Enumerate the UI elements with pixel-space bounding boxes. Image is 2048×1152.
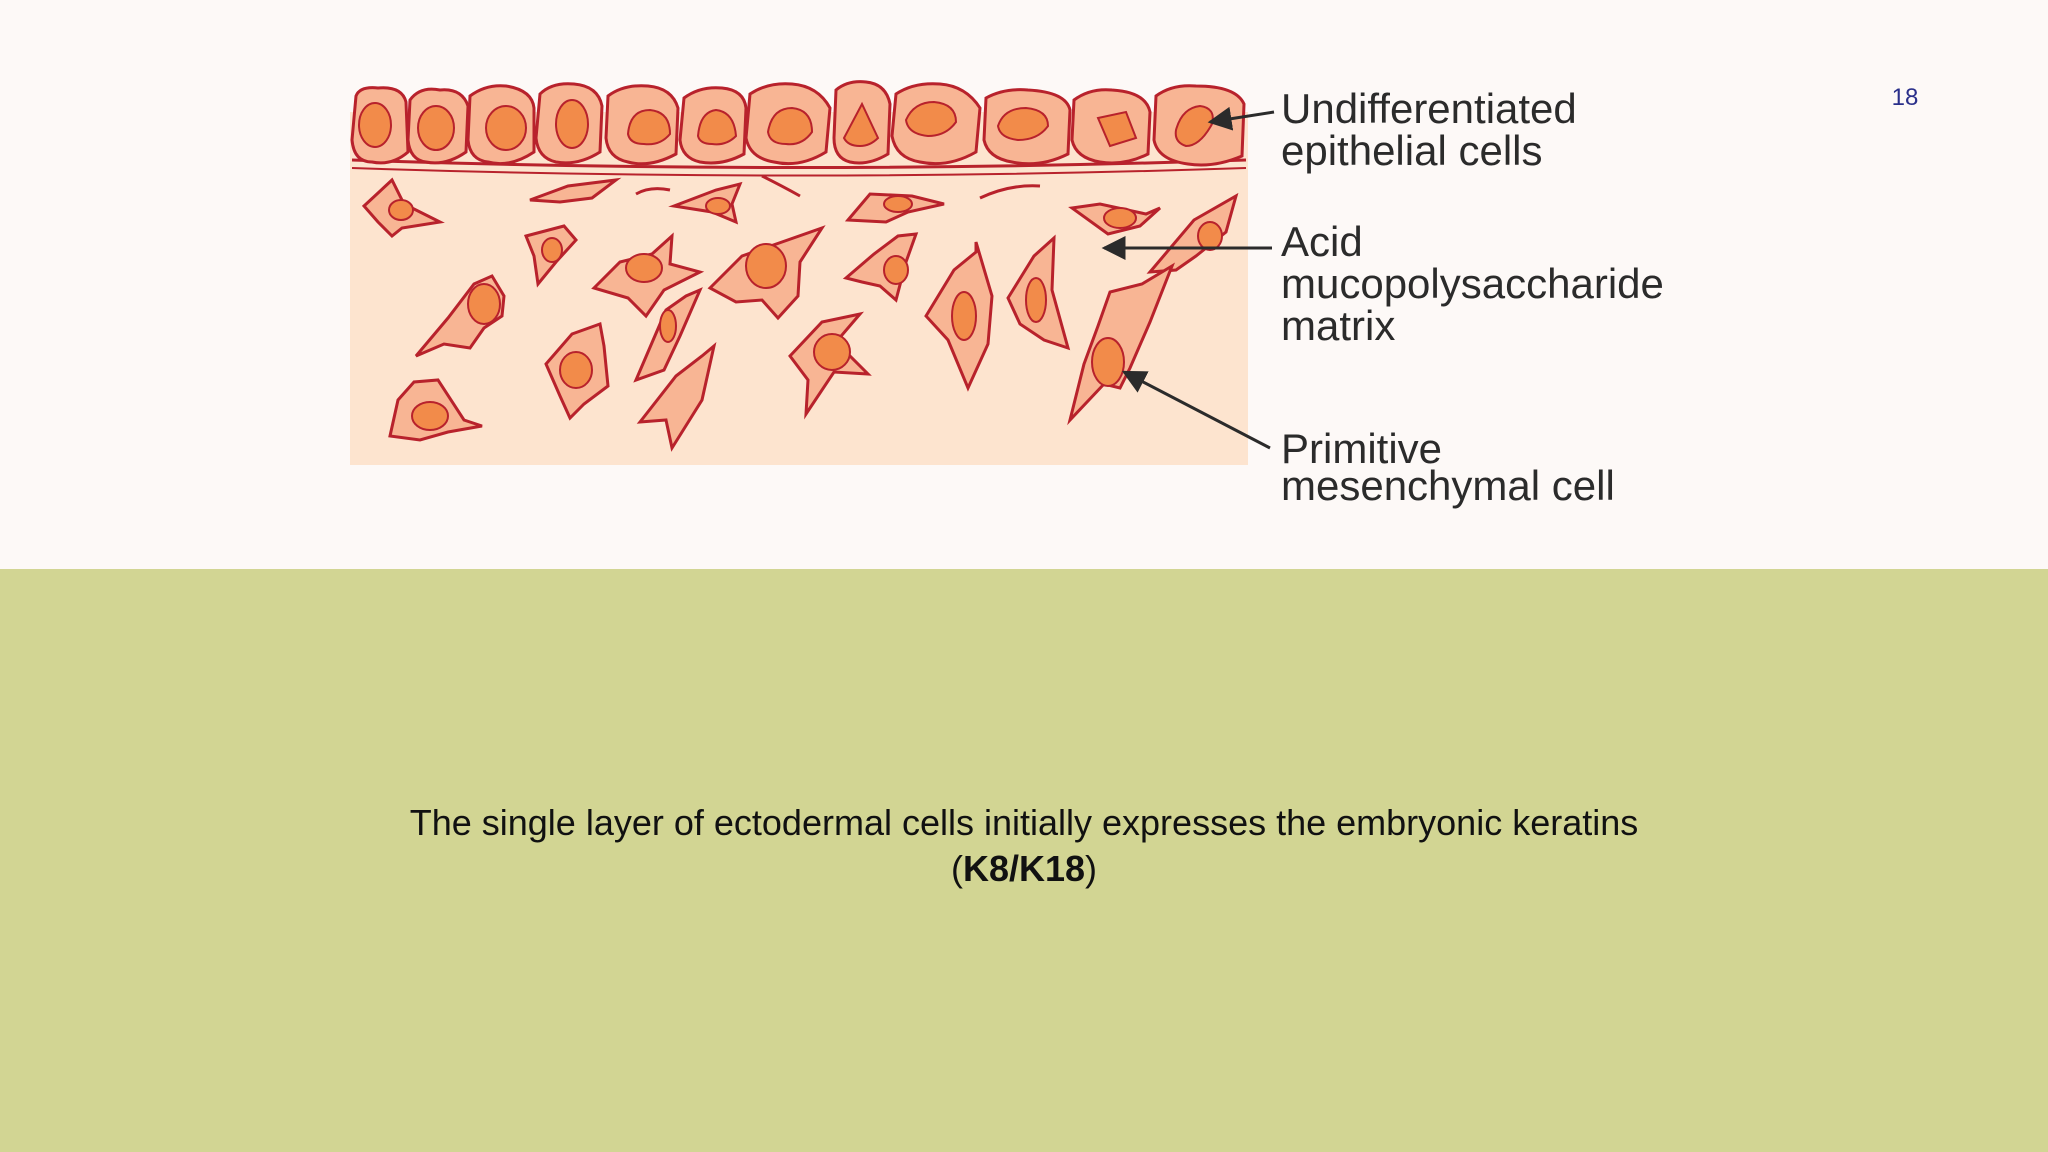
caption-panel — [0, 569, 2048, 1152]
label-undifferentiated: Undifferentiated — [1281, 85, 1577, 132]
caption-keratin-names: K8/K18 — [962, 848, 1086, 889]
mesenchymal-cell — [668, 181, 743, 225]
mesenchymal-cell — [979, 184, 1041, 200]
mesenchymal-cell — [842, 232, 919, 303]
epithelial-cell — [890, 82, 982, 166]
caption-open-paren: ( — [950, 848, 963, 889]
mesenchymal-cell — [633, 287, 703, 383]
epithelial-arrow — [1207, 106, 1275, 131]
mesenchymal-cell — [707, 225, 826, 321]
epithelial-cell — [982, 88, 1072, 166]
epithelial-cell — [832, 80, 892, 165]
mesenchymal-cell — [414, 274, 506, 358]
mesenchymal-cell — [591, 232, 705, 319]
label-primitive: Primitive — [1281, 425, 1443, 472]
mesenchymal-cell — [529, 177, 622, 204]
epithelial-cell — [350, 86, 410, 165]
epithelial-cell — [678, 86, 748, 165]
mesenchymal-cell — [635, 187, 671, 196]
epithelial-cell — [604, 84, 680, 166]
label-mesenchymal-cell: mesenchymal cell — [1281, 462, 1615, 509]
mesenchymal-cell — [1068, 202, 1162, 236]
caption-keratins: (K8/K18) — [224, 846, 1824, 892]
caption-text: The single layer of ectodermal cells ini… — [409, 802, 1639, 843]
mesenchymal-arrow — [1121, 370, 1271, 450]
epithelial-cell — [406, 87, 470, 165]
epithelial-cell — [1070, 88, 1152, 165]
mesenchymal-cell — [636, 342, 717, 452]
epithelial-cell — [1152, 84, 1246, 167]
mesenchymal-cell — [788, 311, 872, 420]
mesenchymal-cell — [523, 224, 579, 288]
mesenchymal-cell — [761, 174, 801, 198]
label-acid: Acid — [1281, 218, 1363, 265]
mesenchymal-cells — [361, 174, 1239, 452]
epithelial-cell — [534, 82, 604, 165]
epithelial-cell — [466, 84, 536, 166]
page-number: 18 — [1891, 84, 1919, 111]
mesenchymal-cell — [1006, 234, 1071, 351]
tissue-diagram — [350, 80, 1275, 465]
mesenchymal-cell — [1146, 192, 1239, 274]
mesenchymal-cell — [844, 192, 945, 224]
slide-caption: The single layer of ectodermal cells ini… — [224, 800, 1824, 892]
epithelial-cells — [350, 80, 1246, 167]
caption-close-paren: ) — [1085, 848, 1098, 889]
label-mucopolysaccharide: mucopolysaccharide — [1281, 260, 1664, 307]
epithelial-basal-line-2 — [351, 167, 1247, 177]
mesenchymal-cell — [388, 378, 483, 442]
label-epithelial-cells: epithelial cells — [1281, 127, 1543, 174]
mesenchymal-cell — [924, 241, 994, 392]
mesenchymal-cell — [361, 177, 445, 239]
label-matrix: matrix — [1281, 302, 1396, 349]
mesenchymal-cell — [544, 321, 610, 421]
mesenchymal-cell — [1067, 262, 1176, 426]
epithelial-cell — [744, 82, 832, 166]
